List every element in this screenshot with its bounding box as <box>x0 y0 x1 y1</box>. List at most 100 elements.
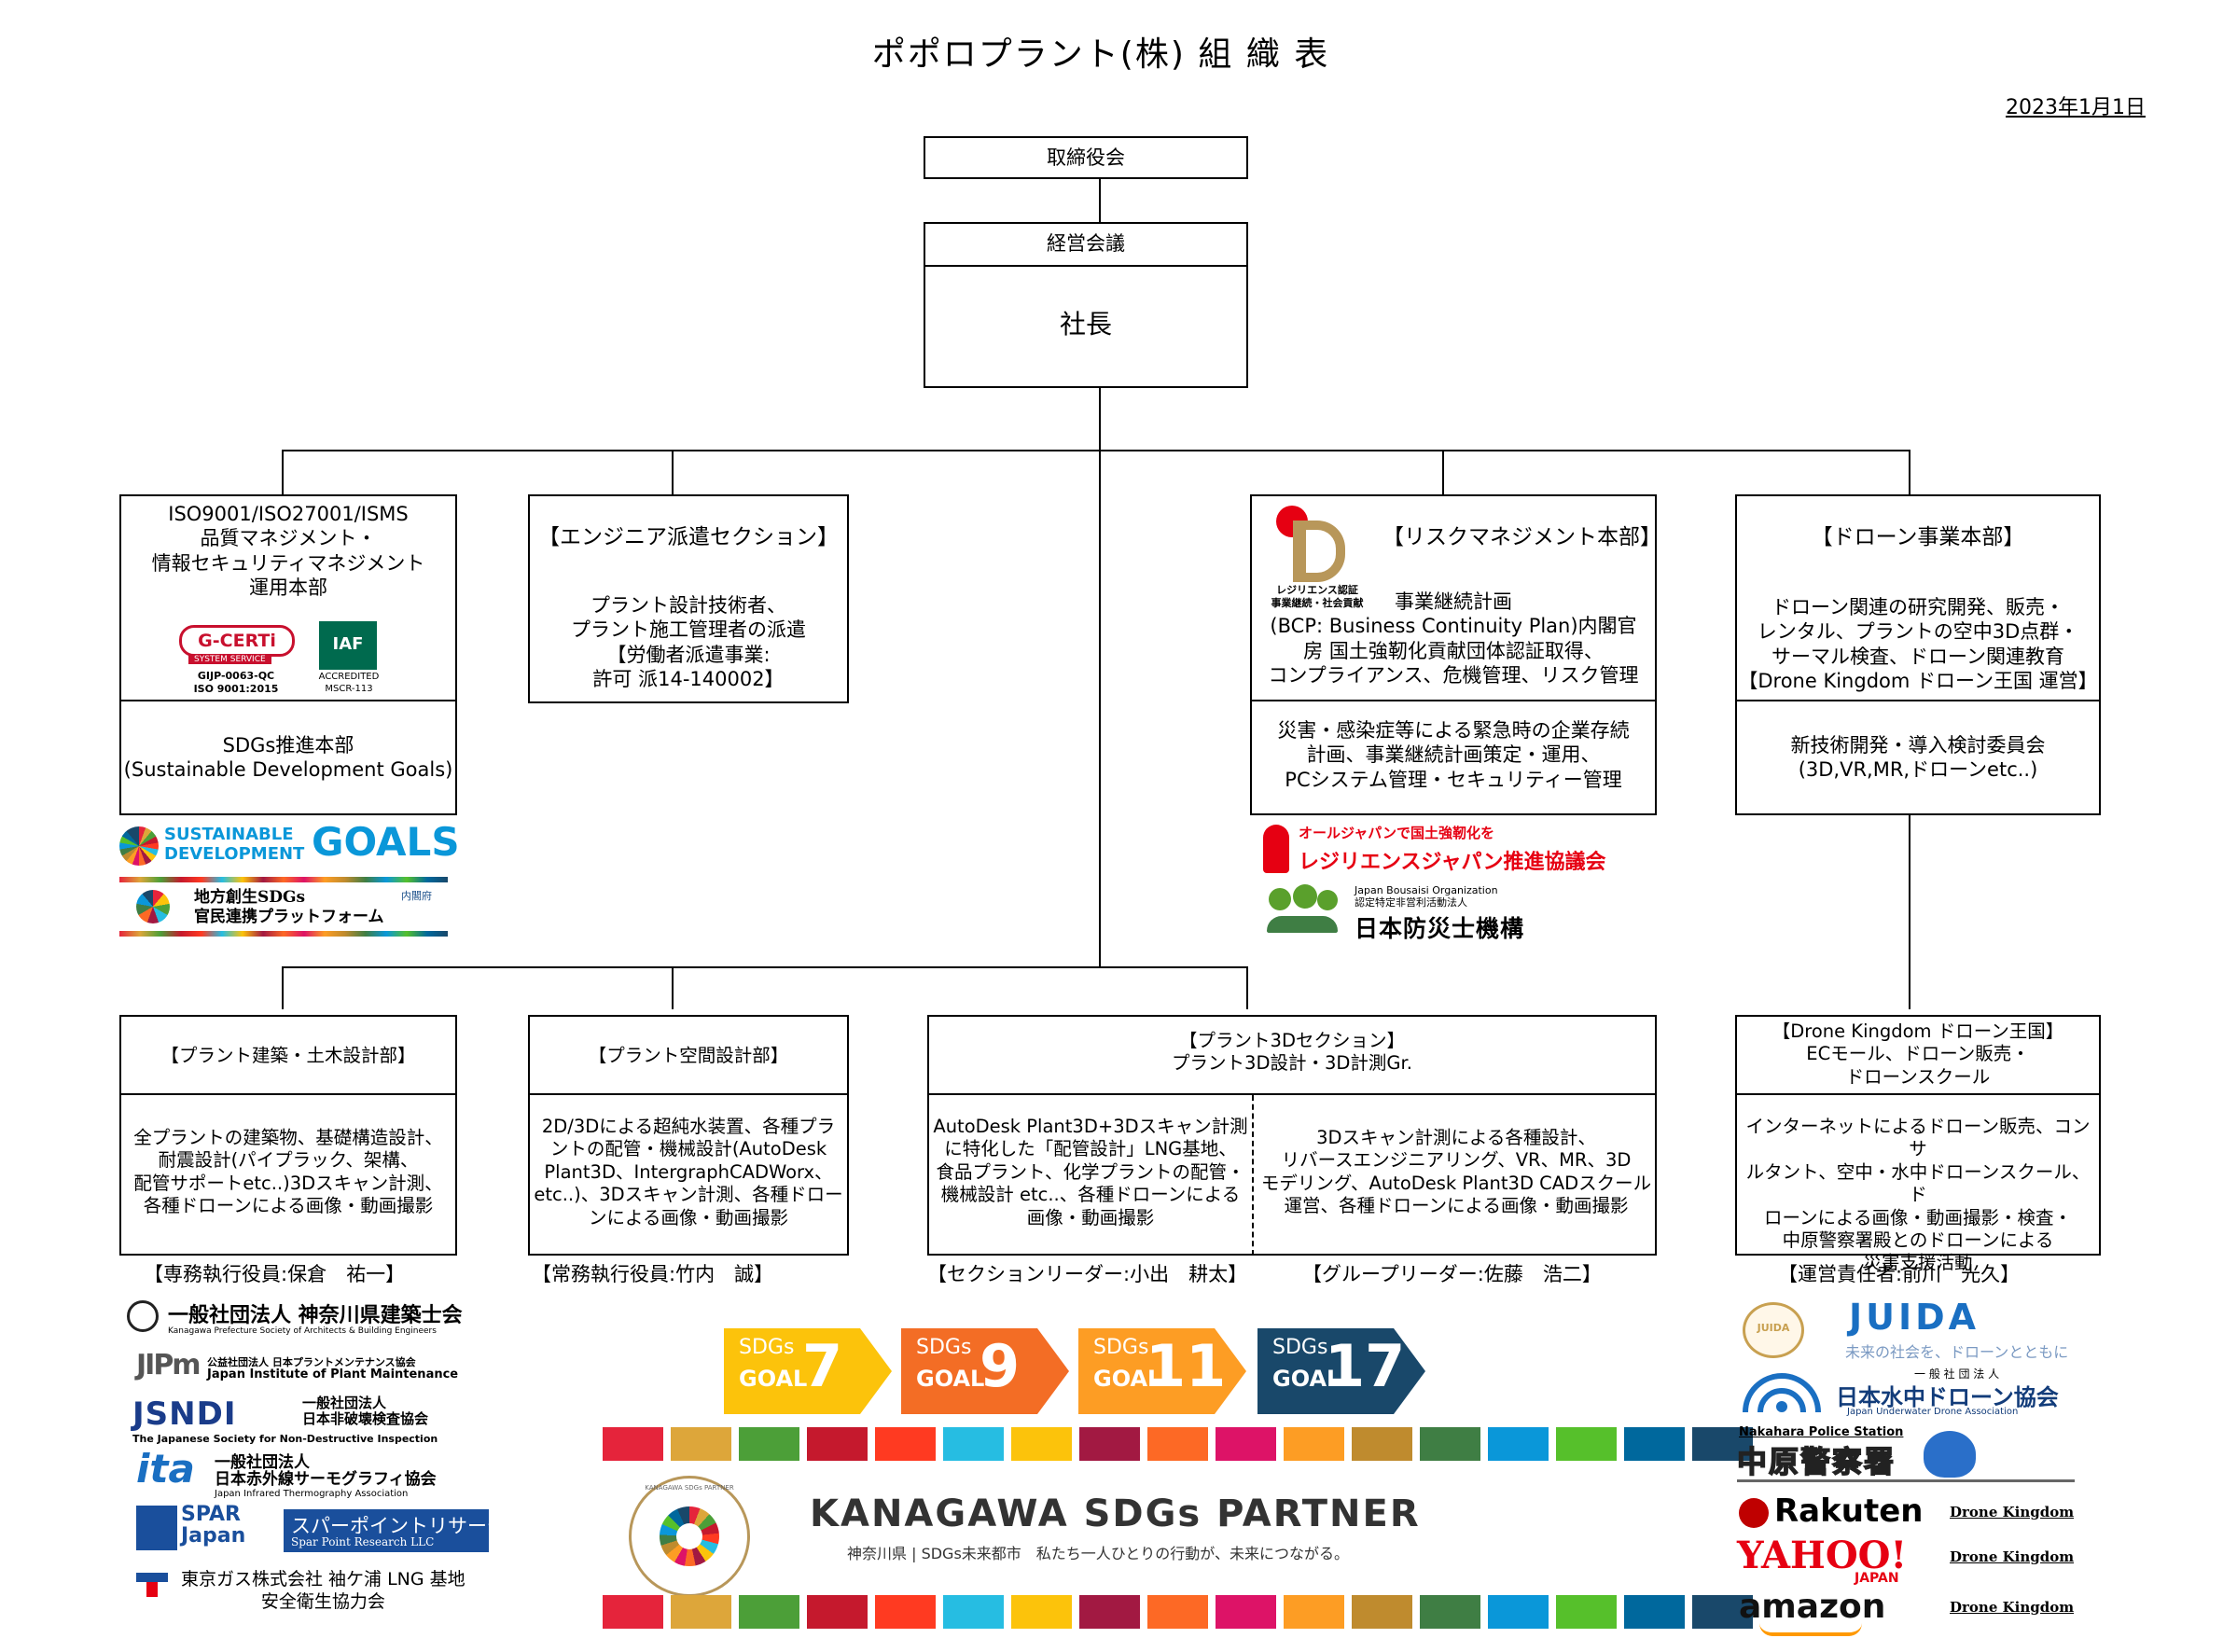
police-mascot-icon <box>1924 1431 1976 1478</box>
iaf-logo: IAF ACCREDITED MSCR-113 <box>306 621 392 705</box>
kanagawa-partner-name: KANAGAWA SDGs PARTNER <box>810 1492 1421 1535</box>
gcert-sub: SYSTEM SERVICE <box>188 655 271 664</box>
space-section-title: 【プラント空間設計部】 <box>588 1045 789 1066</box>
goal-number: 11 <box>1146 1332 1227 1400</box>
sdgs-local-text: 地方創生SDGs 官民連携プラットフォーム <box>194 888 384 927</box>
spar-logo: SPAR Japan スパーポイントリサーチ Spar Point Resear… <box>136 1503 509 1556</box>
iaf-mark-text: IAF <box>332 634 364 654</box>
spar-icon <box>136 1506 177 1550</box>
council-label: 経営会議 <box>1047 232 1125 255</box>
underwater-drone-logo: 一 般 社 団 法 人 日本水中ドローン協会 Japan Underwater … <box>1737 1367 2082 1420</box>
bousai-sub: Japan Bousaisi Organization 認定特定非営利活動法人 <box>1355 884 1498 909</box>
sdg-color-tile <box>1488 1427 1549 1461</box>
space-section-body: 2D/3Dによる超純水装置、各種プラ ントの配管・機械設計(AutoDesk P… <box>534 1116 843 1229</box>
sdg-color-tile <box>603 1595 663 1629</box>
jipm-name: 公益社団法人 日本プラントメンテナンス協会 <box>207 1356 416 1368</box>
spar-mark: SPAR Japan <box>181 1503 246 1548</box>
tokyogas-icon <box>136 1573 168 1597</box>
drop-drone <box>1909 450 1910 496</box>
jipm-logo: JIPm 公益社団法人 日本プラントメンテナンス協会 Japan Institu… <box>136 1349 500 1386</box>
plant3d-left-leader: 【セクションリーダー:小出 耕太】 <box>927 1263 1248 1285</box>
leaf-1 <box>1269 888 1291 910</box>
risk-divider <box>1252 700 1655 701</box>
sdgs-local-logo: 地方創生SDGs 官民連携プラットフォーム 内閣府 <box>119 877 448 938</box>
drop-engineer <box>672 450 674 496</box>
sdg-color-tile <box>671 1595 731 1629</box>
sdgs-bottom-stripe <box>119 931 448 937</box>
sdg-arrow-shape <box>1078 1328 1246 1414</box>
architects-en: Kanagawa Prefecture Society of Architect… <box>168 1326 437 1336</box>
board-box: 取締役会 <box>924 136 1248 179</box>
drop-iso <box>282 450 284 496</box>
architects-emblem-icon <box>127 1300 159 1332</box>
council-box: 経営会議 社長 <box>924 222 1248 388</box>
sdg-label: SDGs <box>1093 1336 1149 1359</box>
dk-label-rakuten: Drone Kingdom <box>1950 1504 2075 1520</box>
leaf-base <box>1267 916 1338 933</box>
lower-branch-line <box>282 966 1248 968</box>
sdg-color-tile <box>1079 1595 1140 1629</box>
ita-en: Japan Infrared Thermography Association <box>215 1489 409 1499</box>
sdgs-color-strip-bottom <box>603 1595 1753 1629</box>
drone-dept-sub: 新技術開発・導入検討委員会 (3D,VR,MR,ドローンetc..) <box>1790 734 2046 782</box>
sdg-color-tile <box>1147 1427 1208 1461</box>
sdg-color-tile <box>1216 1427 1276 1461</box>
goal-number: 7 <box>802 1332 843 1400</box>
kanagawa-architects-logo: 一般社団法人 神奈川県建築士会 Kanagawa Prefecture Soci… <box>127 1298 500 1341</box>
kingdom-divider <box>1737 1093 2099 1095</box>
dk-label-amazon: Drone Kingdom <box>1950 1599 2075 1616</box>
police-en: Nakahara Police Station <box>1739 1425 1904 1439</box>
sdg-goal-7-badge: SDGs GOAL 7 <box>724 1328 892 1414</box>
kingdom-section-box: 【Drone Kingdom ドローン王国】 ECモール、ドローン販売・ ドロー… <box>1735 1015 2101 1273</box>
drop-risk <box>1442 450 1444 496</box>
sdg-arrow-shape <box>1257 1328 1425 1414</box>
engineer-section-body: プラント設計技術者、 プラント施工管理者の派遣 【労働者派遣事業: 許可 派14… <box>571 594 806 690</box>
engineer-section-box: 【エンジニア派遣セクション】 プラント設計技術者、 プラント施工管理者の派遣 【… <box>528 494 849 703</box>
president-label: 社長 <box>1059 309 1112 340</box>
drone-dept-box: 【ドローン事業本部】 ドローン関連の研究開発、販売・ レンタル、プラントの空中3… <box>1735 494 2101 815</box>
sdg-color-tile <box>671 1427 731 1461</box>
sdg-color-tile <box>1420 1595 1480 1629</box>
sdg-color-tile <box>875 1595 936 1629</box>
plant3d-section-box: 【プラント3Dセクション】 プラント3D設計・3D計測Gr. AutoDesk … <box>927 1015 1657 1256</box>
rakuten-store: Rakuten Drone Kingdom <box>1737 1492 2082 1534</box>
sdg-arrow-shape <box>901 1328 1069 1414</box>
jipm-en: Japan Institute of Plant Maintenance <box>207 1367 459 1381</box>
tokyogas-logo: 東京ガス株式会社 袖ケ浦 LNG 基地 安全衛生協力会 <box>132 1569 506 1617</box>
underwater-en: Japan Underwater Drone Association <box>1847 1407 2019 1417</box>
engineer-section-title: 【エンジニア派遣セクション】 <box>538 525 839 549</box>
juida-emblem-text: JUIDA <box>1757 1322 1790 1334</box>
drone-dept-title: 【ドローン事業本部】 <box>1811 525 2025 549</box>
document-date: 2023年1月1日 <box>2006 96 2146 119</box>
sdgs-main-text: SUSTAINABLE DEVELOPMENT <box>164 825 305 864</box>
wifi-wave-icon <box>1743 1373 1821 1412</box>
sdg-arrow-shape <box>724 1328 892 1414</box>
resilience-japan-logo: オールジャパンで国土強靭化を レジリエンスジャパン推進協議会 <box>1259 821 1606 879</box>
sdg-color-tile <box>807 1595 868 1629</box>
goal-label: GOAL <box>1272 1366 1341 1392</box>
sdg-color-tile <box>1352 1427 1412 1461</box>
goal-label: GOAL <box>739 1366 808 1392</box>
iso-dept-box: ISO9001/ISO27001/ISMS 品質マネジメント・ 情報セキュリティ… <box>119 494 457 815</box>
ita-logo: ita 一般社団法人 日本赤外線サーモグラフィ協会 Japan Infrared… <box>136 1446 509 1499</box>
sdg-color-tile <box>1488 1595 1549 1629</box>
gcert-code: GIJP-0063-QC ISO 9001:2015 <box>193 670 279 695</box>
iaf-code: ACCREDITED MSCR-113 <box>318 672 380 694</box>
leaf-3 <box>1317 890 1338 910</box>
architects-name: 一般社団法人 神奈川県建築士会 <box>168 1304 463 1327</box>
risk-dept-box: レジリエンス認証 事業継続・社会貢献 【リスクマネジメント本部】 事業継続計画 … <box>1250 494 1661 815</box>
drop-civil <box>282 966 284 1009</box>
police-road-line <box>1737 1479 2075 1482</box>
tokyogas-bar <box>136 1573 168 1582</box>
gcert-logo: G-CERTi SYSTEM SERVICE GIJP-0063-QC ISO … <box>175 623 297 703</box>
risk-dept-title: 【リスクマネジメント本部】 <box>1382 525 1661 549</box>
goal-label: GOAL <box>1093 1366 1162 1392</box>
connector-board-council <box>1099 179 1101 224</box>
kanagawa-seal-center <box>676 1523 702 1549</box>
goal-label: GOAL <box>916 1366 985 1392</box>
sdg-color-tile <box>1216 1595 1276 1629</box>
sdg-color-tile <box>1079 1427 1140 1461</box>
iso-dept-title: ISO9001/ISO27001/ISMS 品質マネジメント・ 情報セキュリティ… <box>151 503 425 599</box>
risk-dept-body: 事業継続計画 (BCP: Business Continuity Plan)内閣… <box>1268 590 1639 687</box>
juida-emblem-icon: JUIDA <box>1743 1302 1804 1358</box>
